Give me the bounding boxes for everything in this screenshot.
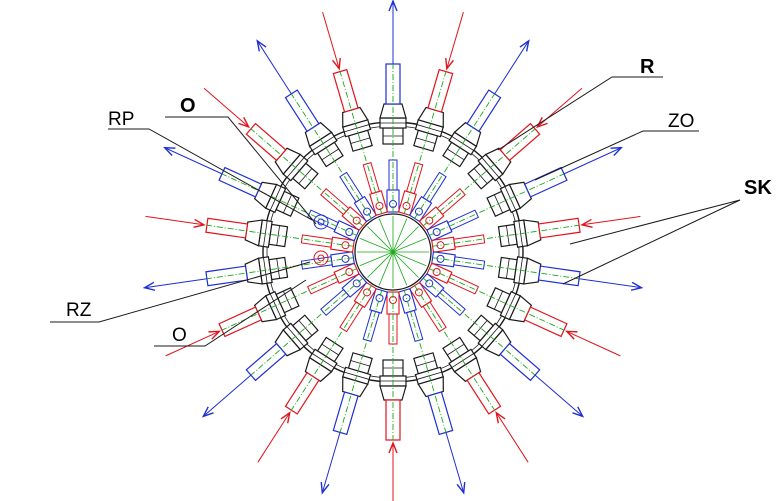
label-SK: SK: [744, 177, 772, 199]
spoke-inlet-4: [418, 87, 583, 232]
spoke-inlet-22: [322, 11, 389, 216]
spoke-outlet-1: [379, 0, 407, 213]
detail-rz: [313, 250, 329, 266]
spoke-inlet-14: [257, 281, 378, 463]
spoke-inlet-10: [408, 281, 529, 463]
detail-rp: [313, 214, 329, 230]
spoke-group: [142, 0, 644, 501]
label-R: R: [640, 56, 655, 78]
spoke-outlet-21: [256, 39, 378, 223]
label-O-bottom: O: [172, 325, 187, 346]
leader-O-bottom: [154, 279, 307, 347]
spoke-inlet-18: [145, 215, 355, 253]
leader-SK-b: [562, 199, 741, 285]
spoke-inlet-8: [426, 262, 621, 357]
leader-RP: [108, 128, 313, 221]
label-O-top: O: [180, 95, 196, 117]
spoke-outlet-17: [142, 251, 355, 291]
spoke-inlet-2: [397, 11, 464, 216]
spoke-inlet-20: [203, 87, 368, 232]
spoke-outlet-15: [201, 272, 368, 418]
leader-lines: [50, 76, 741, 347]
label-RP: RP: [108, 109, 134, 130]
spoke-inlet-12: [379, 291, 407, 501]
spoke-outlet-13: [320, 288, 389, 495]
leader-ZO: [534, 130, 699, 181]
spoke-outlet-3: [408, 39, 530, 223]
spoke-outlet-5: [426, 146, 624, 242]
spoke-outlet-9: [418, 272, 585, 418]
leader-RZ: [50, 261, 311, 323]
label-RZ: RZ: [66, 300, 92, 321]
central-hub: [354, 213, 432, 291]
leader-O-top: [165, 116, 317, 225]
leader-SK-a: [569, 199, 741, 245]
label-ZO: ZO: [668, 111, 694, 132]
spoke-inlet-6: [431, 215, 641, 253]
leader-R: [497, 76, 663, 151]
spoke-outlet-11: [397, 288, 466, 495]
spoke-outlet-7: [431, 251, 644, 291]
spoke-outlet-19: [162, 146, 360, 242]
